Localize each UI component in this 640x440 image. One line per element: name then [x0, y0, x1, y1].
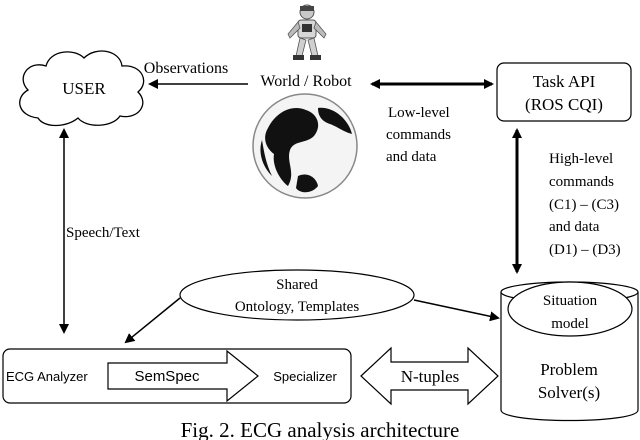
semspec-arrow	[107, 349, 259, 403]
ecg-analyzer-node: ECG Analyzer SemSpec Specializer	[2, 348, 352, 404]
shared-to-ecg-arrow	[124, 297, 181, 344]
semspec-label: SemSpec	[134, 368, 200, 385]
cloud-shape	[19, 50, 145, 127]
low-level-line2: commands	[386, 127, 451, 143]
globe-icon	[252, 93, 358, 199]
high-level-line2: commands	[549, 174, 614, 190]
high-level-line5: (D1) – (D3)	[549, 242, 621, 258]
shared-to-situation-arrow	[413, 299, 500, 322]
problem-line2: Solver(s)	[538, 383, 600, 402]
world-robot-label: World / Robot	[260, 73, 352, 90]
situation-model-node	[507, 281, 633, 337]
high-level-line1: High-level	[549, 151, 613, 167]
problem-solver-node: Situation model Problem Solver(s)	[500, 281, 639, 422]
situation-line1: Situation	[543, 293, 598, 309]
situation-line2: model	[551, 316, 589, 332]
figure-caption: Fig. 2. ECG analysis architecture	[181, 418, 460, 440]
specializer-label: Specializer	[273, 369, 337, 384]
user-node: USER	[19, 50, 145, 127]
ecg-analyzer-label: ECG Analyzer	[6, 369, 88, 384]
low-level-line3: and data	[386, 149, 437, 165]
shared-line1: Shared	[276, 277, 318, 293]
ntuples-label: N-tuples	[401, 367, 460, 386]
ntuples-arrow: N-tuples	[360, 346, 499, 406]
high-level-line3: (C1) – (C3)	[549, 197, 619, 213]
speech-text-label: Speech/Text	[66, 225, 141, 241]
high-level-line4: and data	[549, 219, 600, 235]
task-api-line2: (ROS CQI)	[525, 95, 603, 114]
task-api-node: Task API (ROS CQI)	[496, 62, 632, 122]
observations-label: Observations	[144, 60, 228, 77]
problem-line1: Problem	[540, 360, 598, 379]
shared-ontology-node: Shared Ontology, Templates	[179, 269, 415, 321]
shared-line2: Ontology, Templates	[235, 299, 360, 315]
robot-icon	[287, 4, 327, 60]
user-label: USER	[62, 79, 106, 98]
task-api-line1: Task API	[533, 72, 596, 91]
low-level-line1: Low-level	[388, 105, 450, 121]
